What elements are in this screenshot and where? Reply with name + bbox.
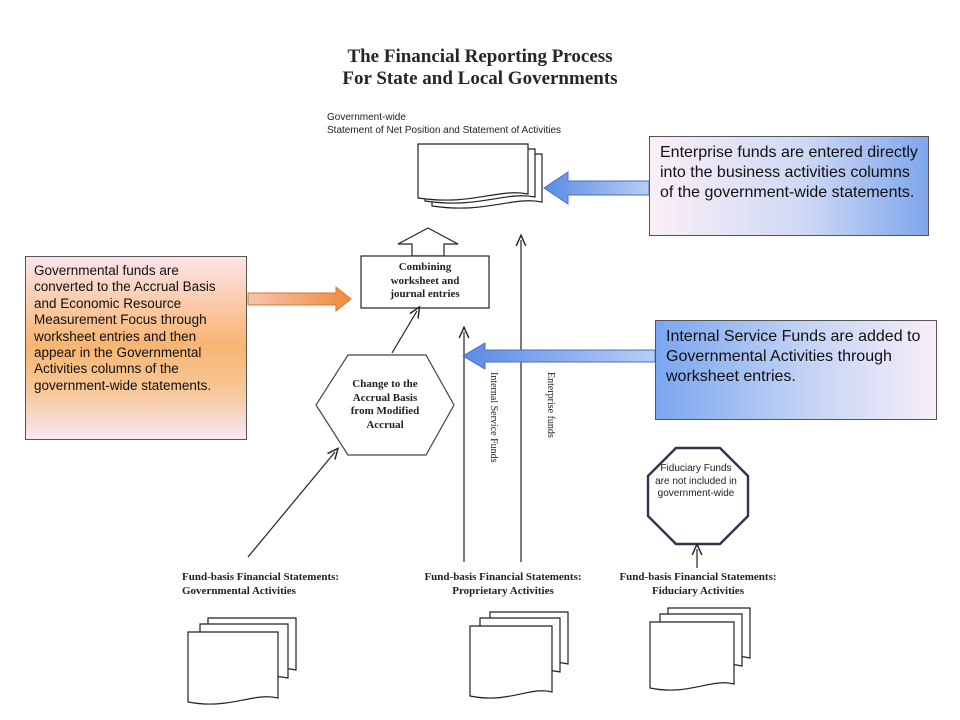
hexagon-label: Change to the Accrual Basis from Modifie… bbox=[326, 378, 444, 432]
fund-prop-line-2: Proprietary Activities bbox=[452, 585, 554, 597]
fund-statements-governmental-label: Fund-basis Financial Statements: Governm… bbox=[182, 570, 372, 598]
fund-statements-proprietary-label: Fund-basis Financial Statements: Proprie… bbox=[413, 570, 593, 598]
combining-line-2: worksheet and bbox=[390, 274, 460, 287]
hexagon-line-2: Accrual Basis bbox=[352, 391, 418, 404]
fiduciary-statements-icon bbox=[649, 607, 751, 691]
fund-statements-fiduciary-label: Fund-basis Financial Statements: Fiducia… bbox=[608, 570, 788, 598]
combining-line-3: journal entries bbox=[390, 288, 460, 300]
arrow-governmental-to-hexagon bbox=[247, 452, 335, 558]
hexagon-line-3: from Modified bbox=[350, 405, 420, 417]
governmental-funds-callout: Governmental funds are converted to the … bbox=[25, 256, 247, 440]
enterprise-blue-arrow bbox=[543, 171, 650, 205]
diagram-title: The Financial Reporting Process For Stat… bbox=[300, 46, 660, 90]
title-line-2: For State and Local Governments bbox=[342, 68, 618, 89]
fund-prop-line-1: Fund-basis Financial Statements: bbox=[424, 571, 582, 583]
enterprise-funds-callout: Enterprise funds are entered directly in… bbox=[649, 136, 929, 236]
fiduciary-octagon-shape bbox=[646, 446, 750, 546]
combining-box-label: Combining worksheet and journal entries bbox=[361, 261, 489, 302]
proprietary-statements-icon bbox=[469, 611, 569, 699]
gov-wide-caption-line-2: Statement of Net Position and Statement … bbox=[327, 125, 562, 136]
combining-line-1: Combining bbox=[398, 261, 452, 273]
combining-box-shape bbox=[360, 255, 490, 309]
fiduciary-note: Fiduciary Funds are not included in gove… bbox=[655, 463, 737, 499]
internal-service-funds-callout: Internal Service Funds are added to Gove… bbox=[655, 320, 937, 420]
governmental-statements-icon bbox=[187, 617, 297, 705]
fund-fid-line-2: Fiduciary Activities bbox=[652, 585, 744, 597]
enterprise-funds-label: Enterprise funds bbox=[545, 372, 556, 438]
fund-fid-line-1: Fund-basis Financial Statements: bbox=[619, 571, 777, 583]
arrow-hexagon-to-combining bbox=[391, 311, 417, 354]
internal-service-blue-arrow bbox=[462, 342, 656, 370]
hexagon-line-1: Change to the bbox=[352, 378, 418, 390]
governmental-orange-arrow bbox=[247, 285, 352, 313]
government-wide-statements-icon bbox=[417, 143, 543, 209]
up-block-arrow bbox=[397, 227, 459, 257]
hexagon-line-4: Accrual bbox=[366, 418, 404, 431]
accrual-hexagon-shape bbox=[315, 354, 455, 456]
title-line-1: The Financial Reporting Process bbox=[347, 46, 613, 67]
government-wide-caption: Government-wide Statement of Net Positio… bbox=[327, 111, 561, 137]
internal-service-funds-label: Internal Service Funds bbox=[488, 372, 499, 463]
gov-wide-caption-line-1: Government-wide bbox=[327, 112, 406, 123]
fund-gov-line-1: Fund-basis Financial Statements: bbox=[182, 571, 340, 583]
fund-gov-line-2: Governmental Activities bbox=[182, 585, 296, 597]
